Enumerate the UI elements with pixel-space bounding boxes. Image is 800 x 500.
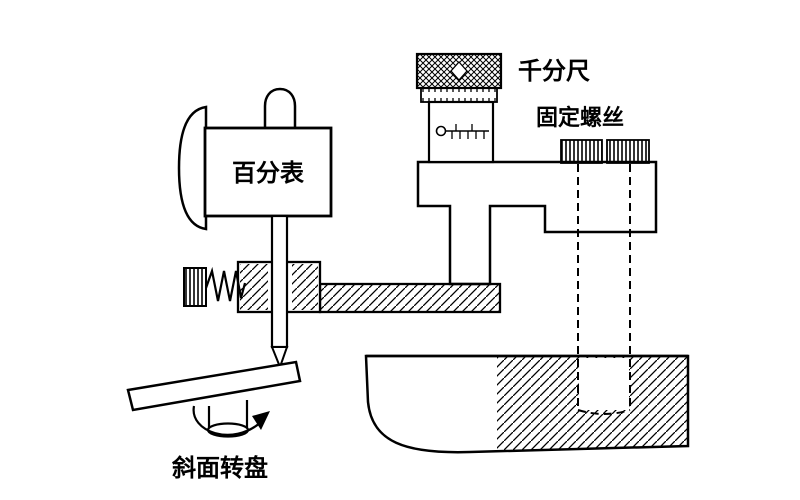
dial-body xyxy=(203,126,333,218)
label-fixing-screw: 固定螺丝 xyxy=(536,105,624,131)
dial-indicator: 百分表 xyxy=(177,87,333,370)
ratchet-diamond-mark xyxy=(450,61,468,81)
label-dial-indicator: 百分表 xyxy=(232,159,305,187)
fixing-screw-head-left xyxy=(560,139,603,164)
inclined-turntable xyxy=(126,360,302,438)
micrometer-head xyxy=(415,52,503,164)
rotation-arrow-head xyxy=(252,411,270,430)
dial-spindle xyxy=(270,214,289,349)
micrometer-sleeve xyxy=(427,100,495,164)
turntable-plate xyxy=(126,360,302,412)
dial-contact-tip xyxy=(270,346,289,370)
fixing-screws xyxy=(560,139,650,164)
base-block xyxy=(364,354,690,454)
fixing-screw-head-right xyxy=(606,139,650,164)
clamp-screw xyxy=(183,266,247,307)
sleeve-scale-ticks xyxy=(451,124,485,139)
fixing-screw-hidden-shaft xyxy=(577,164,631,415)
sleeve-zero-mark xyxy=(435,125,447,137)
labels: 千分尺 固定螺丝 斜面转盘 xyxy=(171,57,624,482)
stand-frame xyxy=(416,160,658,286)
thimble-graduations xyxy=(420,87,498,103)
hidden-hole-bottom xyxy=(577,409,631,415)
label-micrometer: 千分尺 xyxy=(518,57,590,85)
clamp-screw-thread xyxy=(204,266,247,302)
clamp-block-hatch-right xyxy=(292,264,318,310)
rotation-arrow-arc xyxy=(192,405,262,436)
dial-back-lug xyxy=(177,105,208,231)
turntable-shaft xyxy=(207,400,249,429)
label-inclined-turntable: 斜面转盘 xyxy=(171,454,268,482)
dial-top-stem xyxy=(263,87,297,132)
base-hole-clearance xyxy=(579,358,629,410)
cross-arm xyxy=(318,282,502,314)
clamp-screw-knurled-knob xyxy=(183,267,207,307)
